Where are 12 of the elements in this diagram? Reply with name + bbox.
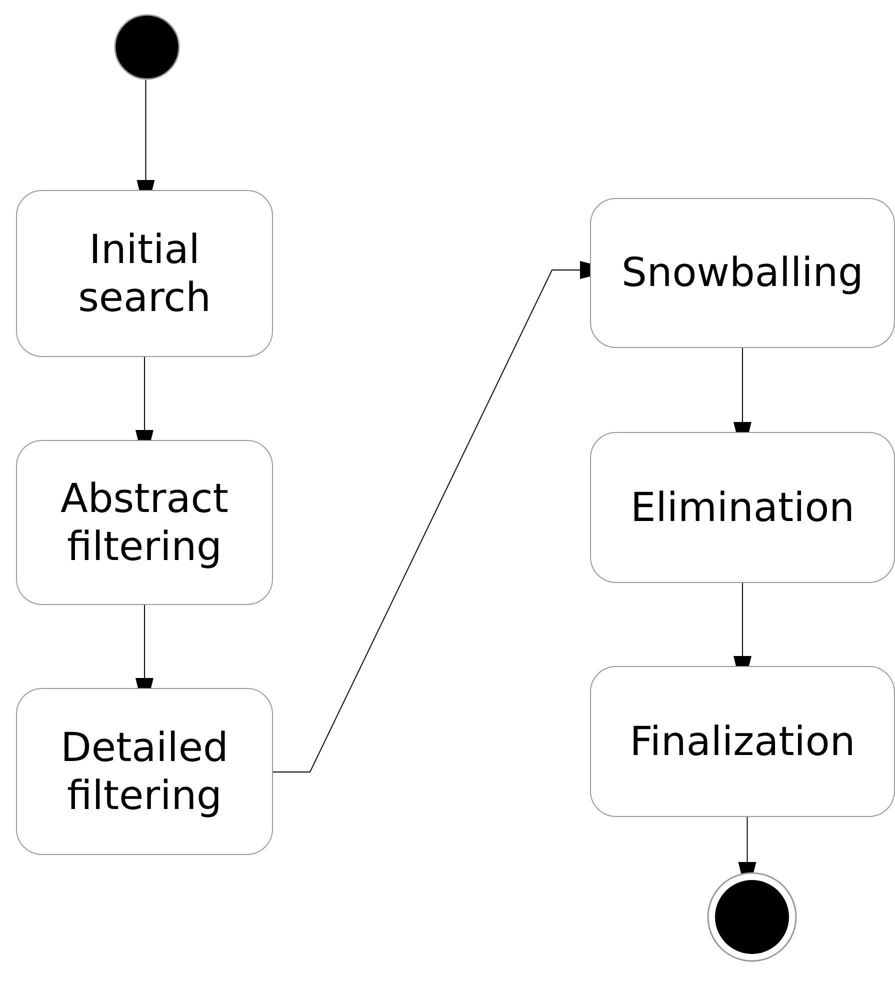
activity-label: Abstract filtering <box>60 474 230 570</box>
activity-box <box>590 432 895 583</box>
activity-box <box>16 190 273 357</box>
activity-label: Detailed filtering <box>60 724 230 820</box>
activity-box <box>16 688 273 855</box>
activity-box <box>590 198 895 348</box>
activity-label: Elimination <box>630 484 855 532</box>
activity-label: Snowballing <box>622 249 864 297</box>
activity-label: Initial search <box>77 226 212 322</box>
activity-box <box>16 440 273 605</box>
activity-box <box>590 666 895 817</box>
activity-label: Finalization <box>630 718 856 766</box>
